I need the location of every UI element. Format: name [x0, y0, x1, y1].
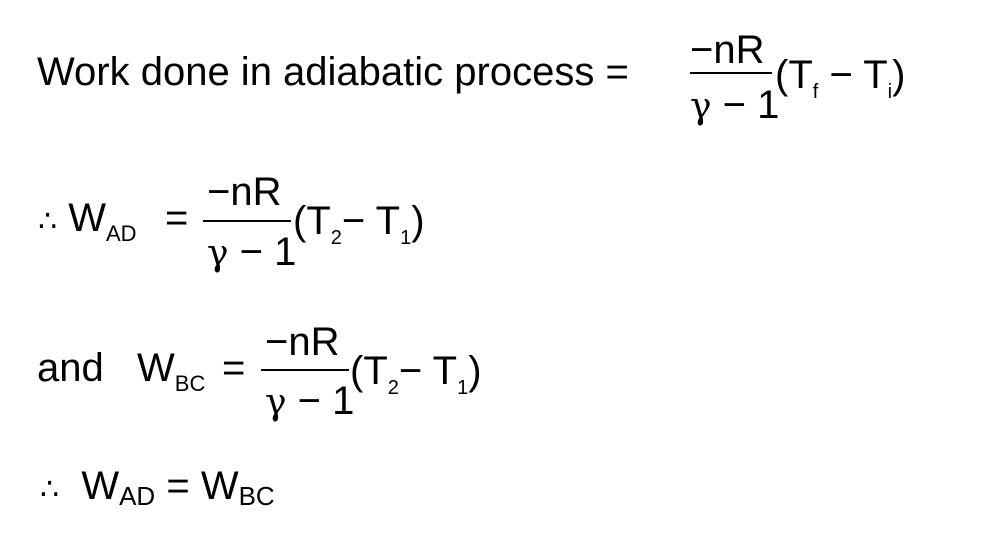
line2-numerator: −nR: [207, 170, 282, 214]
line2-equals: =: [165, 196, 189, 240]
line3-equals: =: [222, 346, 246, 390]
line3-lhs: WBC: [137, 346, 206, 396]
line1-numerator: −nR: [690, 28, 765, 72]
line1-label: Work done in adiabatic process =: [37, 50, 629, 94]
line3-denominator: γ − 1: [265, 379, 355, 423]
line3-fraction-bar: [261, 369, 349, 371]
line4-conclusion: ∴ WAD = WBC: [40, 464, 275, 511]
line1-temperature-difference: (Tf − Ti): [775, 53, 906, 103]
line2-denominator: γ − 1: [207, 230, 297, 274]
line1-fraction-bar: [690, 72, 772, 74]
line1-denominator: γ − 1: [690, 83, 780, 127]
line2-fraction-bar: [203, 220, 291, 222]
line2-temperature-difference: (T2− T1): [293, 199, 425, 249]
therefore-symbol: ∴: [40, 472, 60, 507]
line3-numerator: −nR: [265, 320, 340, 364]
line3-and: and: [37, 346, 104, 390]
therefore-symbol: ∴: [38, 204, 58, 239]
line3-temperature-difference: (T2− T1): [350, 349, 482, 399]
line2-lhs: ∴ WAD: [38, 196, 137, 246]
